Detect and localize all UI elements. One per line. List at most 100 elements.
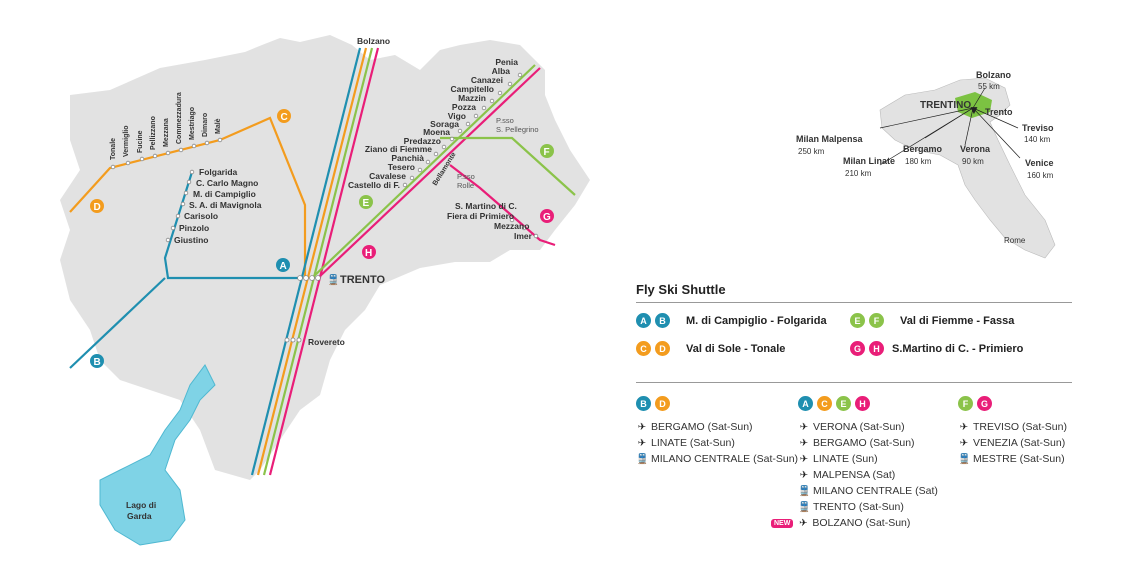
route-label: Val di Sole - Tonale xyxy=(686,342,786,355)
map-badge-f xyxy=(540,144,554,158)
badge-d: D xyxy=(655,396,670,411)
stop-dots xyxy=(110,72,539,343)
svg-text:Panchià: Panchià xyxy=(391,153,424,163)
pellegrino-label-1: P.sso xyxy=(496,116,514,125)
list-item: 🚆TRENTO (Sat-Sun) xyxy=(798,501,904,513)
airport-column-aceh: A C E H ✈VERONA (Sat-Sun) ✈BERGAMO (Sat-… xyxy=(771,396,938,531)
route-line-primiero xyxy=(449,164,556,247)
svg-text:Carisolo: Carisolo xyxy=(184,211,218,221)
svg-text:E: E xyxy=(363,198,370,209)
plane-icon: ✈ xyxy=(637,421,647,433)
svg-text:Tesero: Tesero xyxy=(388,162,415,172)
svg-text:G: G xyxy=(543,212,551,223)
list-item: ✈VENEZIA (Sat-Sun) xyxy=(959,437,1066,449)
badge-c: C xyxy=(817,396,832,411)
svg-text:H: H xyxy=(365,248,372,259)
train-icon: 🚆 xyxy=(798,501,811,513)
badge-e: E xyxy=(836,396,851,411)
badge-e: E xyxy=(850,313,865,328)
svg-text:Dimaro: Dimaro xyxy=(202,113,209,137)
svg-text:Giustino: Giustino xyxy=(174,235,208,245)
route-label: Val di Fiemme - Fassa xyxy=(900,314,1015,327)
route-label: S.Martino di C. - Primiero xyxy=(892,342,1024,355)
bergamo-km: 180 km xyxy=(905,157,932,166)
svg-text:Ziano di Fiemme: Ziano di Fiemme xyxy=(365,144,432,154)
plane-icon: ✈ xyxy=(959,437,969,449)
venice-city: Venice xyxy=(1025,158,1054,168)
bolzano-km: 55 km xyxy=(978,82,1000,91)
svg-text:Tonale: Tonale xyxy=(110,138,117,160)
distance-lines xyxy=(879,87,1021,166)
badge-f: F xyxy=(958,396,973,411)
svg-text:B: B xyxy=(94,357,101,368)
pellegrino-label-2: S. Pellegrino xyxy=(496,125,539,134)
map-badge-a xyxy=(276,258,290,272)
route-list: A B M. di Campiglio - Folgarida C D Val … xyxy=(636,313,1072,375)
badge-d: D xyxy=(655,341,670,356)
svg-text:Pinzolo: Pinzolo xyxy=(179,223,209,233)
route-cd: C D Val di Sole - Tonale xyxy=(636,341,785,356)
legend-title: Fly Ski Shuttle xyxy=(636,282,1072,303)
list-item: NEW✈BOLZANO (Sat-Sun) xyxy=(771,515,938,531)
map-badge-h xyxy=(362,245,376,259)
svg-text:Mestriago: Mestriago xyxy=(189,107,196,140)
verona-km: 90 km xyxy=(962,157,984,166)
badge-b: B xyxy=(655,313,670,328)
list-item: 🚆MILANO CENTRALE (Sat-Sun) xyxy=(636,453,799,465)
location-pin-icon: ▼ xyxy=(968,103,980,117)
plane-icon: ✈ xyxy=(959,421,969,433)
list-item: 🚆MESTRE (Sat-Sun) xyxy=(958,453,1065,465)
rolle-label-1: P.sso xyxy=(457,172,475,181)
badge-g: G xyxy=(977,396,992,411)
plane-icon: ✈ xyxy=(799,437,809,449)
route-line-pellegrino xyxy=(440,136,576,196)
train-icon: 🚆 xyxy=(798,485,811,497)
badge-f: F xyxy=(869,313,884,328)
route-ef: E F Val di Fiemme - Fassa xyxy=(850,313,1014,328)
svg-text:Folgarida: Folgarida xyxy=(199,167,238,177)
list-item: ✈LINATE (Sat-Sun) xyxy=(637,437,735,449)
lake-label-1: Lago di xyxy=(126,500,156,510)
treviso-city: Treviso xyxy=(1022,123,1054,133)
svg-text:A: A xyxy=(280,261,287,272)
rome-label: Rome xyxy=(1004,236,1026,245)
svg-text:Fucine: Fucine xyxy=(137,130,144,153)
svg-text:C: C xyxy=(281,112,288,123)
route-line-fiemme-green xyxy=(311,64,536,279)
map-badge-b xyxy=(90,354,104,368)
trento-label: TRENTO xyxy=(340,274,385,286)
plane-icon: ✈ xyxy=(799,469,809,481)
airport-column-bd: B D ✈BERGAMO (Sat-Sun) ✈LINATE (Sat-Sun)… xyxy=(636,396,798,467)
badge-a: A xyxy=(636,313,651,328)
legend-divider xyxy=(636,382,1072,383)
badge-h: H xyxy=(855,396,870,411)
fiemme-stop-labels: Penia Alba Canazei Campitello Mazzin Poz… xyxy=(348,57,518,190)
rovereto-label: Rovereto xyxy=(308,337,345,347)
svg-text:C. Carlo Magno: C. Carlo Magno xyxy=(196,178,258,188)
map-badge-e xyxy=(359,195,373,209)
new-badge: NEW xyxy=(771,518,794,528)
route-line-campiglio-south xyxy=(69,277,166,369)
svg-text:Mezzana: Mezzana xyxy=(163,118,170,147)
svg-text:Mezzano: Mezzano xyxy=(494,221,529,231)
italy-trento-label: Trento xyxy=(985,107,1013,117)
route-line-tonale xyxy=(69,116,307,280)
svg-text:Penia: Penia xyxy=(495,57,518,67)
treviso-km: 140 km xyxy=(1024,135,1051,144)
map-badge-c xyxy=(277,109,291,123)
badge-g: G xyxy=(850,341,865,356)
svg-text:Imer: Imer xyxy=(514,231,533,241)
tonale-stop-labels: Tonale Vermiglio Fucine Pellizzano Mezza… xyxy=(110,92,222,160)
map-badge-g xyxy=(540,209,554,223)
trunk-line-green xyxy=(262,47,374,476)
lake-garda xyxy=(99,364,216,546)
badge-a: A xyxy=(798,396,813,411)
svg-text:Vermiglio: Vermiglio xyxy=(123,125,130,157)
svg-text:Fiera di Primiero: Fiera di Primiero xyxy=(447,211,514,221)
italy-trentino-label: TRENTINO xyxy=(920,100,971,111)
list-item: ✈BERGAMO (Sat-Sun) xyxy=(637,421,753,433)
route-line-fiemme-pink xyxy=(317,67,541,279)
list-item: ✈TREVISO (Sat-Sun) xyxy=(959,421,1067,433)
list-item: ✈VERONA (Sat-Sun) xyxy=(799,421,905,433)
